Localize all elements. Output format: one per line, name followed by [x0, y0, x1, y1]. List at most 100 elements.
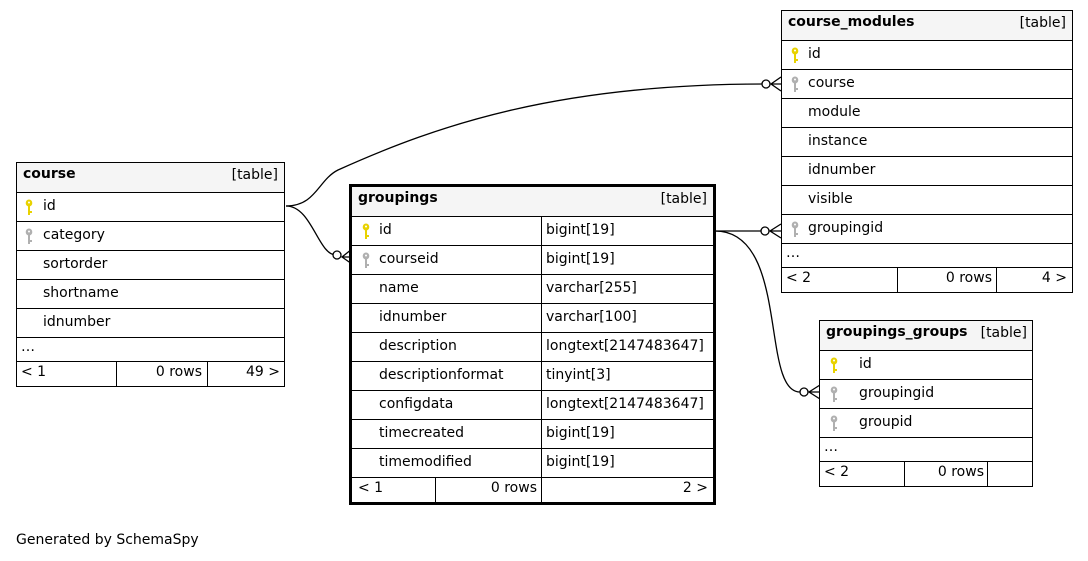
column-datatype: bigint[19]	[546, 425, 615, 441]
column-row[interactable]: id	[782, 41, 1072, 70]
column-row[interactable]: name varchar[255]	[352, 275, 713, 304]
parents-count[interactable]: < 2	[824, 464, 850, 480]
edge-optional-circle	[761, 79, 771, 89]
foreign-key-icon	[25, 228, 33, 246]
edge-crowfoot	[768, 223, 782, 239]
table-header: course [table]	[17, 163, 284, 193]
table-footer: < 1 0 rows 49 >	[17, 362, 284, 386]
column-name: description	[379, 338, 457, 354]
row-count: 0 rows	[490, 480, 537, 496]
column-name: courseid	[379, 251, 439, 267]
column-row[interactable]: configdata longtext[2147483647]	[352, 391, 713, 420]
column-row[interactable]: timemodified bigint[19]	[352, 449, 713, 478]
column-row[interactable]: idnumber varchar[100]	[352, 304, 713, 333]
column-name: shortname	[43, 285, 119, 301]
column-row[interactable]: course	[782, 70, 1072, 99]
column-row[interactable]: groupingid	[782, 215, 1072, 244]
foreign-key-icon	[791, 76, 799, 94]
column-datatype: longtext[2147483647]	[546, 338, 704, 354]
row-count: 0 rows	[945, 270, 992, 286]
ellipsis-text: …	[786, 245, 800, 261]
column-row[interactable]: groupid	[820, 409, 1032, 438]
table-groupings-groups[interactable]: groupings_groups [table] id groupingid g…	[819, 320, 1033, 487]
column-name: groupingid	[808, 220, 884, 236]
table-type: [table]	[1019, 15, 1066, 31]
column-row[interactable]: sortorder	[17, 251, 284, 280]
column-datatype: varchar[100]	[546, 309, 637, 325]
column-name: descriptionformat	[379, 367, 504, 383]
divider	[541, 217, 542, 245]
row-count: 0 rows	[155, 364, 202, 380]
divider	[541, 362, 542, 390]
column-name: category	[43, 227, 105, 243]
column-datatype: tinyint[3]	[546, 367, 611, 383]
row-count: 0 rows	[937, 464, 984, 480]
table-footer: < 2 0 rows 4 >	[782, 268, 1072, 292]
primary-key-icon	[791, 47, 799, 65]
divider	[116, 362, 117, 386]
column-name: module	[808, 104, 861, 120]
table-groupings[interactable]: groupings [table] id bigint[19] courseid…	[349, 184, 716, 505]
primary-key-icon	[362, 223, 370, 241]
divider	[541, 478, 542, 502]
table-name: course	[23, 166, 76, 182]
table-header: course_modules [table]	[782, 11, 1072, 41]
column-name: idnumber	[43, 314, 111, 330]
table-name: course_modules	[788, 14, 915, 30]
edge-optional-circle	[332, 250, 342, 260]
column-row[interactable]: idnumber	[17, 309, 284, 338]
column-datatype: bigint[19]	[546, 251, 615, 267]
foreign-key-icon	[830, 386, 838, 404]
divider	[541, 304, 542, 332]
column-row[interactable]: id	[820, 351, 1032, 380]
table-name: groupings	[358, 190, 438, 206]
table-type: [table]	[231, 167, 278, 183]
parents-count[interactable]: < 2	[786, 270, 812, 286]
column-name: instance	[808, 133, 868, 149]
column-row[interactable]: shortname	[17, 280, 284, 309]
table-name: groupings_groups	[826, 324, 968, 340]
divider	[207, 362, 208, 386]
column-row[interactable]: courseid bigint[19]	[352, 246, 713, 275]
divider	[541, 246, 542, 274]
column-datatype: varchar[255]	[546, 280, 637, 296]
column-name: id	[379, 222, 392, 238]
parents-count[interactable]: < 1	[358, 480, 384, 496]
column-row[interactable]: descriptionformat tinyint[3]	[352, 362, 713, 391]
column-name: idnumber	[379, 309, 447, 325]
parents-count[interactable]: < 1	[21, 364, 47, 380]
more-columns: …	[782, 244, 1072, 268]
column-name: timecreated	[379, 425, 464, 441]
column-row[interactable]: groupingid	[820, 380, 1032, 409]
table-type: [table]	[660, 191, 707, 207]
column-row[interactable]: idnumber	[782, 157, 1072, 186]
column-name: id	[43, 198, 56, 214]
column-row[interactable]: id	[17, 193, 284, 222]
table-course[interactable]: course [table] id category sortorder sho…	[16, 162, 285, 387]
children-count[interactable]: 2 >	[682, 480, 708, 496]
column-row[interactable]: visible	[782, 186, 1072, 215]
edge-course-to-groupings	[285, 205, 337, 256]
edge-crowfoot	[807, 384, 821, 400]
table-header: groupings_groups [table]	[820, 321, 1032, 351]
divider	[541, 275, 542, 303]
column-name: configdata	[379, 396, 454, 412]
divider	[541, 420, 542, 448]
column-row[interactable]: module	[782, 99, 1072, 128]
column-row[interactable]: category	[17, 222, 284, 251]
primary-key-icon	[25, 199, 33, 217]
children-count[interactable]: 49 >	[246, 364, 280, 380]
divider	[987, 462, 988, 486]
column-row[interactable]: id bigint[19]	[352, 217, 713, 246]
divider	[435, 478, 436, 502]
more-columns: …	[17, 338, 284, 362]
column-datatype: bigint[19]	[546, 454, 615, 470]
divider	[541, 449, 542, 477]
column-datatype: bigint[19]	[546, 222, 615, 238]
children-count[interactable]: 4 >	[1041, 270, 1067, 286]
column-row[interactable]: description longtext[2147483647]	[352, 333, 713, 362]
column-row[interactable]: timecreated bigint[19]	[352, 420, 713, 449]
table-course-modules[interactable]: course_modules [table] id course module …	[781, 10, 1073, 293]
divider	[541, 391, 542, 419]
column-row[interactable]: instance	[782, 128, 1072, 157]
